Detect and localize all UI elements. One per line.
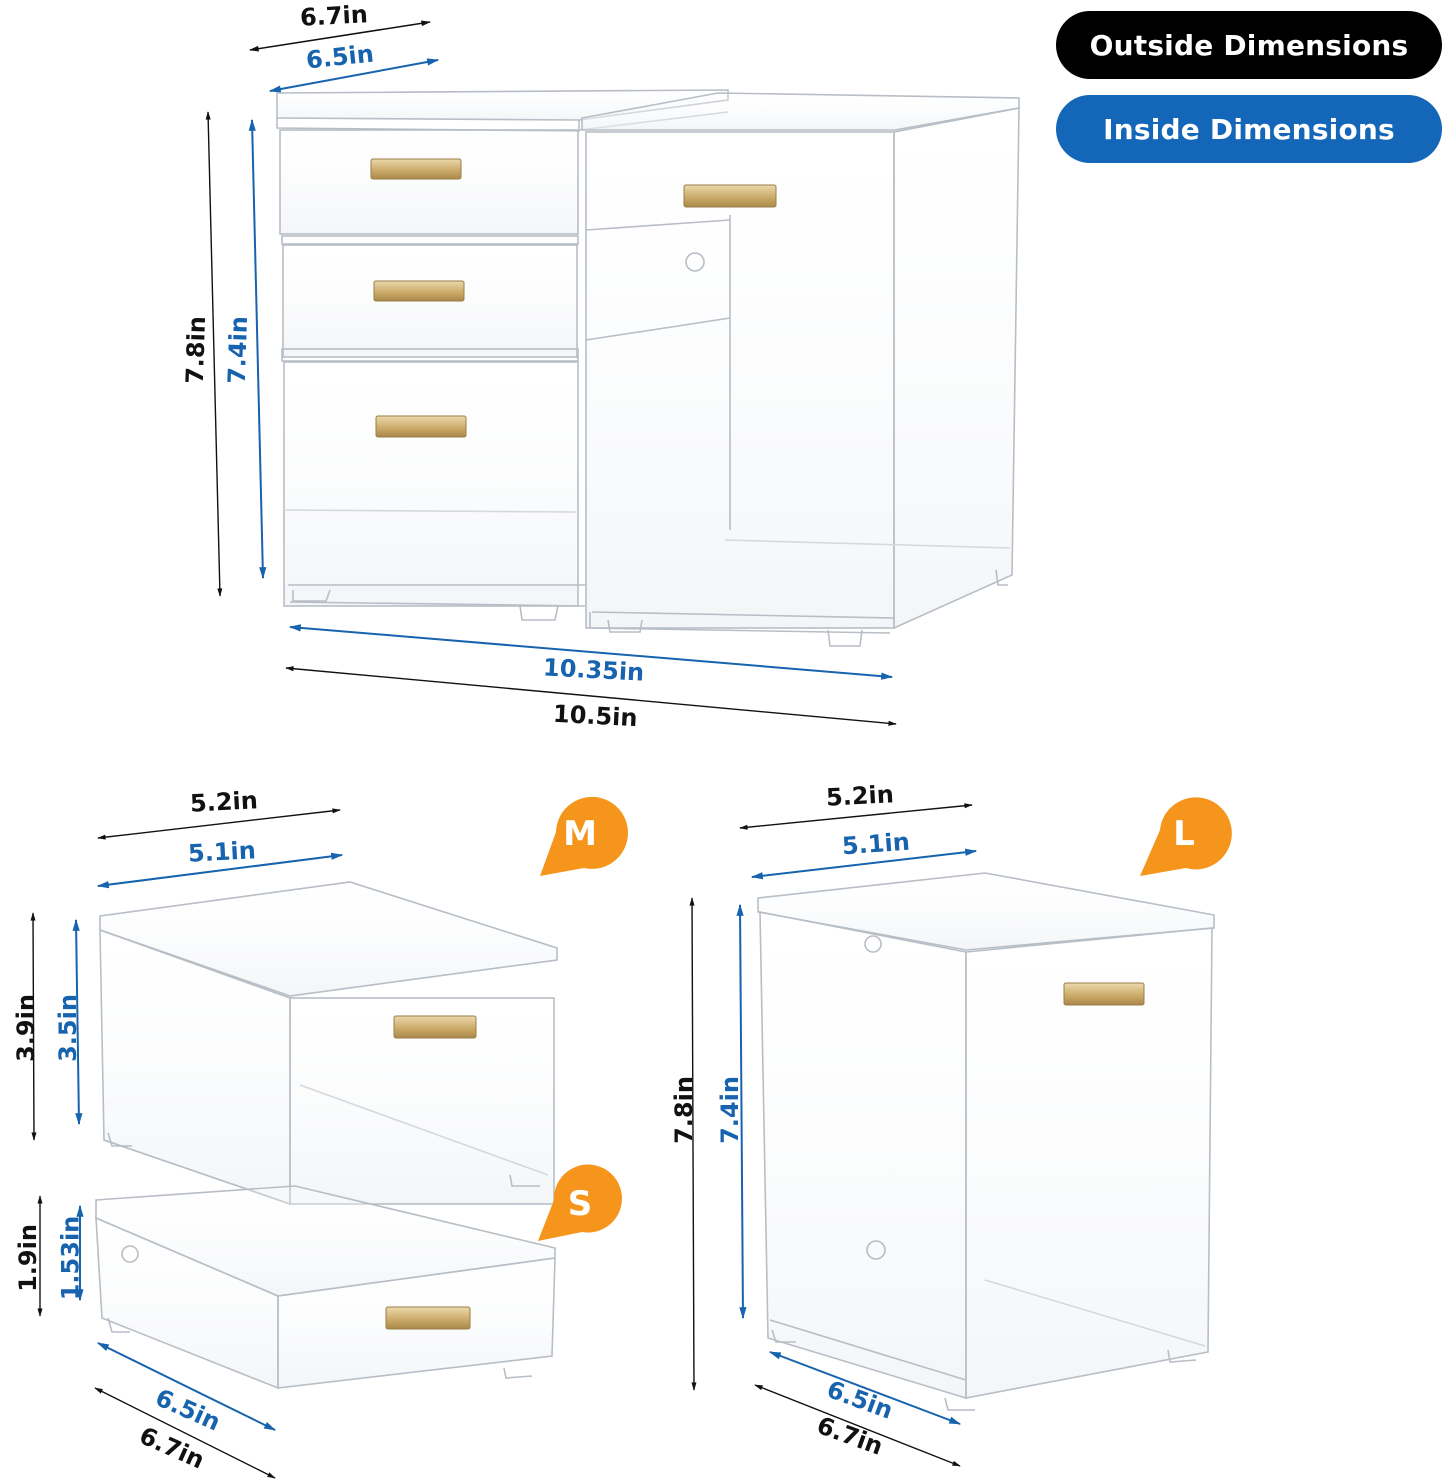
medium-height-inner-label: 3.5in (53, 994, 82, 1062)
medium-drawer-handle (393, 1015, 477, 1039)
size-badge-m-shape (540, 796, 628, 876)
assembly-length-outer-label: 10.5in (552, 699, 639, 733)
large-width-inner-label: 5.1in (841, 827, 911, 861)
size-badge-m-label: M (563, 814, 597, 854)
legend-inside-dimensions: Inside Dimensions (1056, 95, 1442, 163)
small-height-inner-label: 1.53in (56, 1215, 85, 1301)
medium-width-inner-label: 5.1in (187, 836, 257, 868)
size-badge-s-shape (538, 1164, 622, 1241)
assembly-height-inner-label: 7.4in (222, 315, 254, 385)
legend-inside-label: Inside Dimensions (1103, 112, 1395, 146)
medium-height-outer-label: 3.9in (11, 994, 40, 1062)
size-badge-l-shape (1140, 797, 1232, 876)
large-drawer-handle (1063, 982, 1145, 1006)
small-drawer-handle (385, 1306, 471, 1330)
medium-drawer-illustration (99, 881, 558, 1206)
large-height-inner-label: 7.4in (715, 1076, 744, 1144)
size-badge-l-label: L (1173, 814, 1195, 854)
legend-outside-label: Outside Dimensions (1089, 28, 1409, 62)
assembly-height-outer-label: 7.8in (180, 315, 212, 385)
assembly-width-outer-label: 6.7in (299, 0, 369, 32)
large-drawer-illustration (757, 872, 1215, 1411)
large-width-outer-label: 5.2in (825, 780, 895, 812)
size-badge-s: S (544, 1168, 616, 1240)
size-badge-m: M (544, 798, 616, 870)
assembly-width-inner-label: 6.5in (304, 39, 376, 75)
legend-outside-dimensions: Outside Dimensions (1056, 11, 1442, 79)
assembly-dimension-lines (205, 20, 897, 726)
assembly-drawer-handles (370, 158, 777, 438)
small-drawer-illustration (95, 1185, 556, 1390)
small-height-outer-label: 1.9in (13, 1224, 42, 1292)
medium-dimension-lines (30, 808, 344, 1141)
medium-width-outer-label: 5.2in (189, 786, 259, 818)
large-dimension-lines (689, 803, 978, 1467)
size-badge-s-label: S (567, 1184, 593, 1224)
small-dimension-lines (37, 1195, 277, 1479)
size-badge-l: L (1148, 798, 1220, 870)
assembly-illustration (276, 89, 1020, 647)
large-height-outer-label: 7.8in (669, 1076, 698, 1144)
assembly-length-inner-label: 10.35in (542, 653, 645, 687)
